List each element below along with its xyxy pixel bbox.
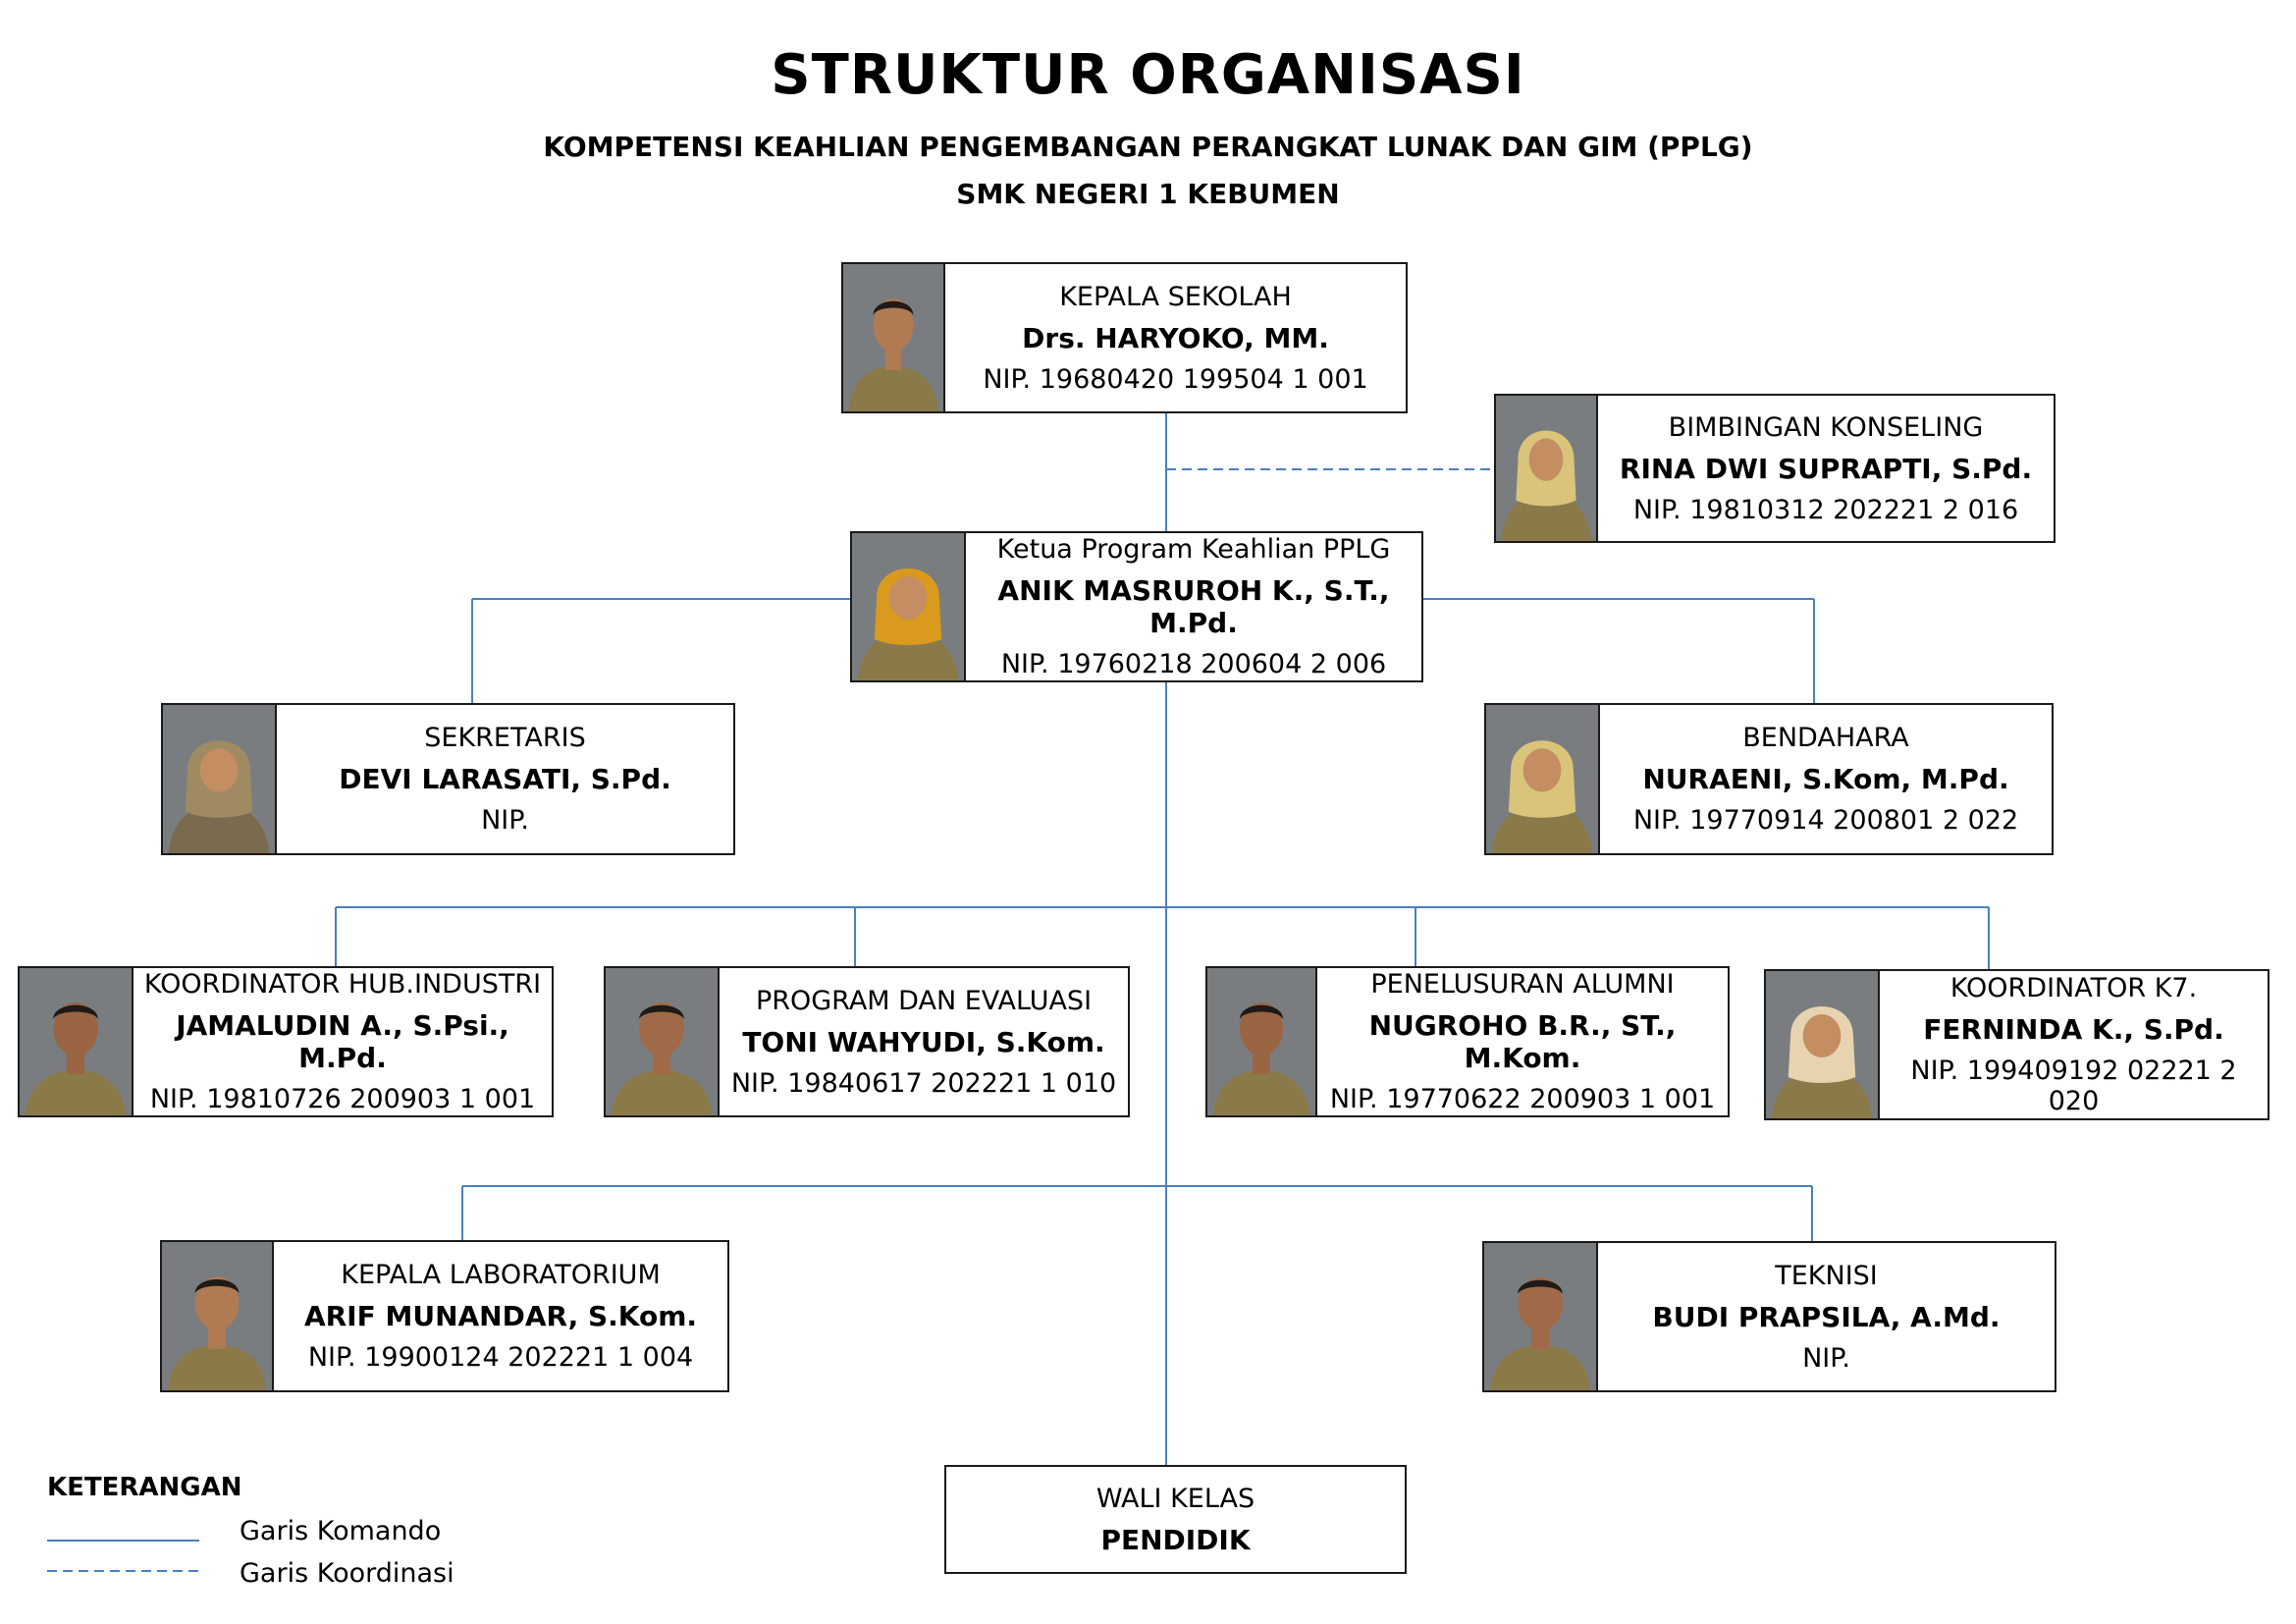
node-role: KEPALA LABORATORIUM: [341, 1260, 661, 1290]
node-name: TONI WAHYUDI, S.Kom.: [742, 1025, 1105, 1058]
node-name: ANIK MASRUROH K., S.T., M.Pd.: [997, 574, 1390, 639]
node-role: KOORDINATOR HUB.INDUSTRI: [143, 969, 542, 1000]
legend-item-coordination: Garis Koordinasi: [47, 1558, 538, 1594]
node-role: BIMBINGAN KONSELING: [1668, 411, 1984, 443]
person-photo-icon: [1496, 396, 1598, 541]
node-nip: NIP. 19770622 200903 1 001: [1329, 1084, 1716, 1114]
node-nip: NIP. 199409192 02221 2 020: [1910, 1056, 2237, 1116]
page-subtitle-program: KOMPETENSI KEAHLIAN PENGEMBANGAN PERANGK…: [543, 131, 1753, 163]
node-nip: NIP. 19760218 200604 2 006: [1000, 649, 1387, 679]
person-photo-icon: [1766, 971, 1880, 1118]
node-role: BENDAHARA: [1742, 723, 1909, 753]
node-name: BUDI PRAPSILA, A.Md.: [1652, 1300, 2001, 1333]
node-nip: NIP. 19810312 202221 2 016: [1632, 494, 2019, 525]
node-teknisi: TEKNISI BUDI PRAPSILA, A.Md. NIP.: [1482, 1241, 2056, 1392]
node-ketua-program: Ketua Program Keahlian PPLG ANIK MASRURO…: [850, 531, 1423, 682]
node-role: KOORDINATOR K7.: [1949, 973, 2198, 1003]
legend-item-command: Garis Komando: [47, 1516, 538, 1551]
person-photo-icon: [20, 968, 133, 1115]
node-role: PROGRAM DAN EVALUASI: [755, 985, 1093, 1016]
node-name: DEVI LARASATI, S.Pd.: [339, 763, 671, 795]
node-wali-kelas: WALI KELAS PENDIDIK: [944, 1465, 1407, 1574]
node-nip: NIP. 19810726 200903 1 001: [149, 1084, 536, 1114]
person-photo-icon: [1486, 705, 1600, 853]
person-photo-icon: [852, 533, 966, 680]
legend-label-coordination: Garis Koordinasi: [240, 1558, 454, 1589]
node-nip: NIP. 19680420 199504 1 001: [983, 363, 1368, 395]
node-name: ARIF MUNANDAR, S.Kom.: [303, 1300, 698, 1332]
node-sekretaris: SEKRETARIS DEVI LARASATI, S.Pd. NIP.: [161, 703, 735, 855]
node-bendahara: BENDAHARA NURAENI, S.Kom, M.Pd. NIP. 197…: [1484, 703, 2054, 855]
legend-label-command: Garis Komando: [240, 1516, 442, 1546]
node-kepala-laboratorium: KEPALA LABORATORIUM ARIF MUNANDAR, S.Kom…: [160, 1240, 729, 1392]
node-koordinator-k7: KOORDINATOR K7. FERNINDA K., S.Pd. NIP. …: [1764, 969, 2269, 1120]
node-program-evaluasi: PROGRAM DAN EVALUASI TONI WAHYUDI, S.Kom…: [604, 966, 1130, 1117]
node-nip: NIP. 19770914 200801 2 022: [1632, 805, 2019, 836]
node-role: PENELUSURAN ALUMNI: [1370, 969, 1675, 1000]
node-nip: NIP. 19900124 202221 1 004: [307, 1342, 694, 1373]
node-name: PENDIDIK: [1100, 1523, 1251, 1556]
person-photo-icon: [1484, 1243, 1598, 1390]
node-koordinator-hub-industri: KOORDINATOR HUB.INDUSTRI JAMALUDIN A., S…: [18, 966, 554, 1117]
node-bimbingan-konseling: BIMBINGAN KONSELING RINA DWI SUPRAPTI, S…: [1494, 394, 2056, 543]
node-penelusuran-alumni: PENELUSURAN ALUMNI NUGROHO B.R., ST., M.…: [1205, 966, 1730, 1117]
node-nip: NIP.: [1802, 1342, 1850, 1374]
node-name: NUGROHO B.R., ST., M.Kom.: [1368, 1009, 1677, 1074]
node-kepala-sekolah: KEPALA SEKOLAH Drs. HARYOKO, MM. NIP. 19…: [841, 262, 1408, 413]
node-role: TEKNISI: [1775, 1260, 1878, 1291]
page-subtitle-school: SMK NEGERI 1 KEBUMEN: [956, 178, 1340, 210]
node-role: WALI KELAS: [1095, 1483, 1255, 1514]
node-name: Drs. HARYOKO, MM.: [1022, 321, 1329, 354]
node-nip: NIP. 19840617 202221 1 010: [730, 1067, 1117, 1099]
node-role: KEPALA SEKOLAH: [1059, 281, 1292, 312]
node-name: RINA DWI SUPRAPTI, S.Pd.: [1619, 452, 2033, 485]
person-photo-icon: [163, 705, 277, 853]
person-photo-icon: [843, 264, 945, 411]
node-name: FERNINDA K., S.Pd.: [1923, 1013, 2224, 1046]
dashed-line-icon: [47, 1570, 199, 1572]
legend: KETERANGAN Garis Komando Garis Koordinas…: [47, 1473, 454, 1589]
node-role: SEKRETARIS: [424, 723, 586, 753]
node-nip: NIP.: [481, 805, 529, 836]
person-photo-icon: [606, 968, 720, 1115]
person-photo-icon: [162, 1242, 274, 1390]
person-photo-icon: [1207, 968, 1317, 1115]
page-title: STRUKTUR ORGANISASI: [771, 43, 1525, 107]
legend-title: KETERANGAN: [47, 1473, 242, 1502]
node-name: JAMALUDIN A., S.Psi., M.Pd.: [176, 1009, 509, 1074]
solid-line-icon: [47, 1540, 199, 1542]
node-name: NURAENI, S.Kom, M.Pd.: [1642, 763, 2009, 795]
node-role: Ketua Program Keahlian PPLG: [996, 534, 1391, 565]
